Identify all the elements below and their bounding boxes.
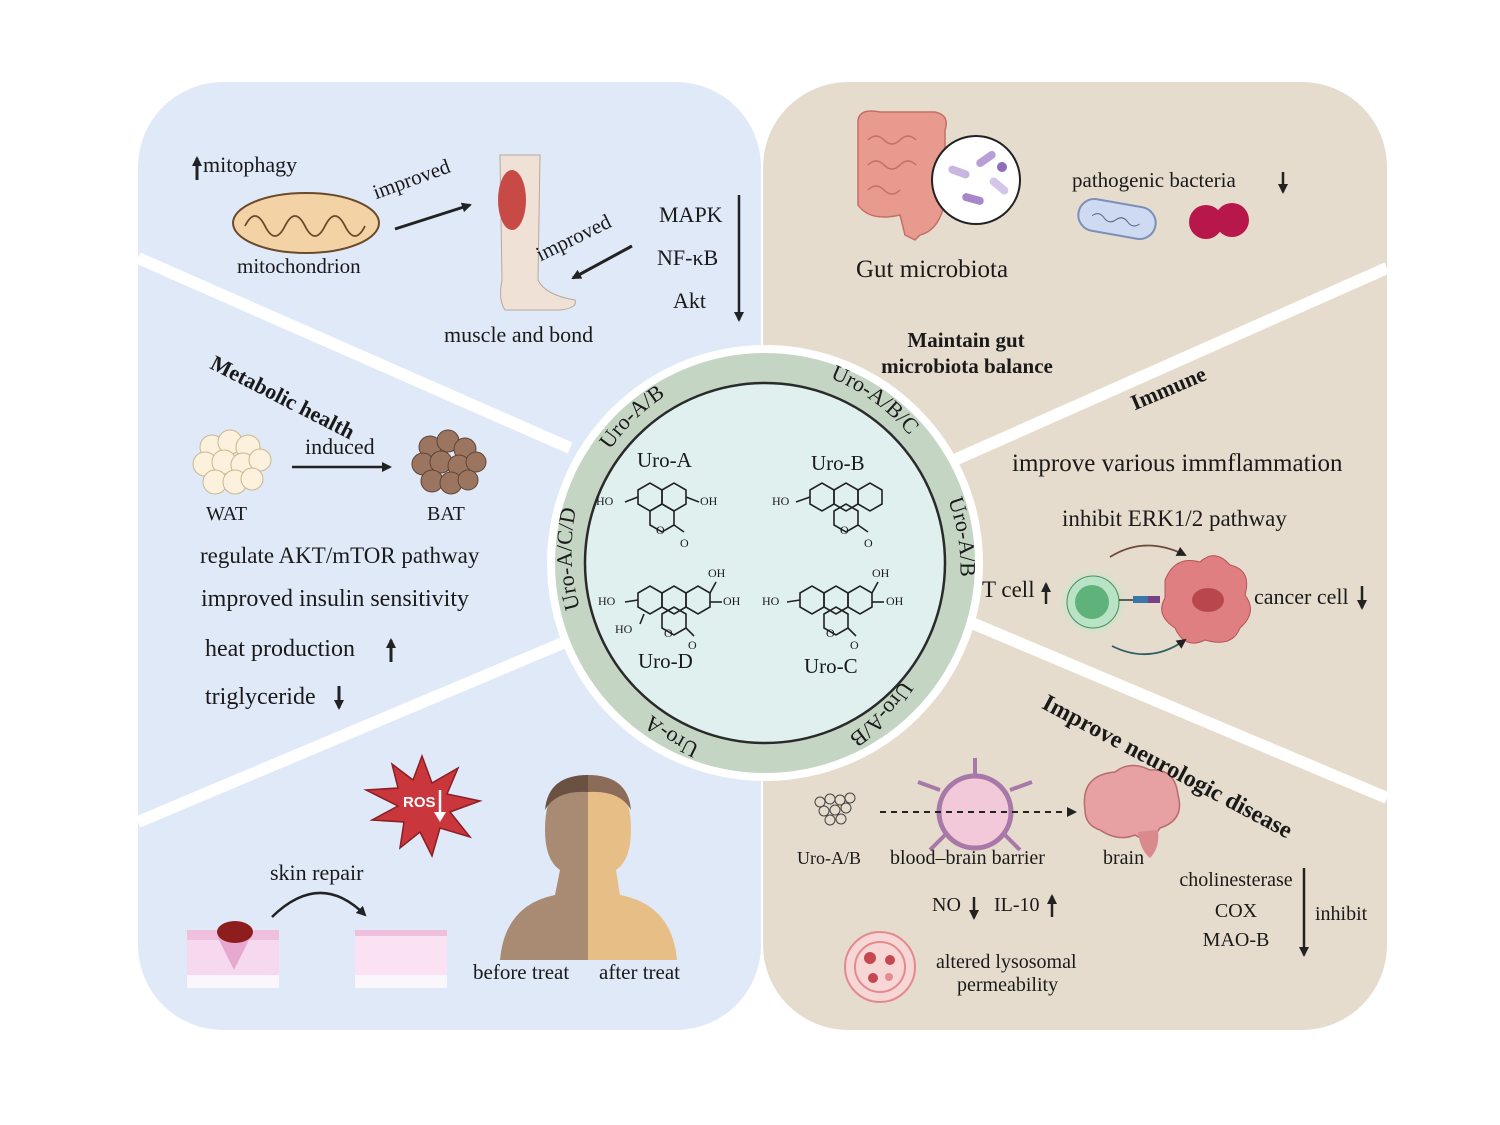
compound-name-uro-b: Uro-B: [811, 451, 865, 475]
enzyme-cox: COX: [1214, 900, 1258, 922]
uro-d-carbonyl-o: O: [688, 638, 697, 652]
leg-muscle-icon: [498, 154, 576, 311]
uro-d-ho-2: HO: [615, 622, 633, 636]
uro-c-carbonyl-o: O: [850, 638, 859, 652]
ros-star-icon: [363, 753, 483, 859]
section-dividers: [135, 252, 1390, 828]
metabolic-line-insulin: improved insulin sensitivity: [201, 586, 469, 612]
arrow-improved-1: [394, 202, 472, 231]
induced-label: induced: [305, 434, 375, 459]
uro-d-ho-1: HO: [598, 594, 616, 608]
after-treat-label: after treat: [599, 960, 681, 984]
gut-section-title-line2: microbiota balance: [881, 354, 1053, 378]
right-panel: [763, 82, 1387, 1030]
bat-label: BAT: [427, 503, 465, 525]
receptor-binding-icon: [1119, 596, 1160, 603]
uro-c-structure: [786, 581, 884, 637]
uro-a-ring-o: O: [656, 523, 665, 537]
enzyme-mao-b: MAO-B: [1202, 929, 1270, 951]
uro-a-carbonyl-o: O: [680, 536, 689, 550]
no-label: NO: [932, 894, 961, 916]
lysosome-icon: [844, 931, 916, 1003]
gut-section-title-line1: Maintain gut: [907, 328, 1025, 352]
coccus-bacterium-icon: [1189, 203, 1249, 239]
t-cell-label: T cell: [982, 577, 1035, 602]
metabolic-line-triglyceride: triglyceride: [205, 684, 316, 710]
healed-skin-icon: [355, 930, 447, 988]
lysosome-label-line1: altered lysosomal: [936, 951, 1077, 973]
pathway-mapk: MAPK: [659, 202, 723, 227]
uro-c-oh-1: OH: [872, 566, 890, 580]
uro-b-structure: [795, 482, 883, 533]
bbb-label: blood–brain barrier: [890, 847, 1045, 869]
damaged-skin-icon: [187, 921, 279, 988]
inhibit-label: inhibit: [1315, 903, 1368, 925]
microbe-magnifier-icon: [931, 135, 1021, 225]
mitochondrion-label: mitochondrion: [237, 254, 361, 278]
mitophagy-label: mitophagy: [203, 152, 298, 177]
muscle-and-bond-label: muscle and bond: [444, 322, 594, 347]
uro-b-ho: HO: [772, 494, 790, 508]
uro-c-ho: HO: [762, 594, 780, 608]
urolithin-circle: [547, 345, 983, 781]
brain-icon: [1083, 764, 1181, 858]
cytokine-arrow-bottom: [1111, 638, 1187, 656]
bat-cells-icon: [411, 429, 487, 495]
arrow-improved-2: [571, 244, 633, 280]
ros-label: ROS: [403, 794, 436, 811]
compound-name-uro-a: Uro-A: [637, 448, 692, 472]
uro-c-oh-2: OH: [886, 594, 904, 608]
wat-label: WAT: [206, 503, 248, 525]
gut-microbiota-label: Gut microbiota: [856, 256, 1009, 283]
immune-line-inflammation: improve various immflammation: [1012, 450, 1343, 477]
cancer-cell-label: cancer cell: [1254, 584, 1349, 609]
pathogenic-bacteria-label: pathogenic bacteria: [1072, 168, 1236, 192]
enzyme-cholinesterase: cholinesterase: [1179, 869, 1293, 891]
uro-b-ring-o: O: [840, 523, 849, 537]
cytokine-arrow-top: [1109, 544, 1187, 558]
cancer-cell-icon: [1161, 555, 1251, 644]
t-cell-icon: [1055, 564, 1131, 640]
uro-a-ho: HO: [596, 494, 614, 508]
immune-line-erk: inhibit ERK1/2 pathway: [1062, 506, 1287, 531]
mitochondrion-icon: [232, 192, 380, 254]
compound-name-uro-c: Uro-C: [804, 654, 858, 678]
before-treat-label: before treat: [473, 960, 570, 984]
brain-label: brain: [1103, 847, 1145, 869]
uro-c-ring-o: O: [826, 626, 835, 640]
uro-a-structure: [624, 482, 700, 533]
uro-d-ring-o: O: [664, 626, 673, 640]
pathway-akt: Akt: [673, 288, 706, 313]
uro-a-oh: OH: [700, 494, 718, 508]
uro-d-structure: [624, 581, 722, 637]
skin-repair-arrow: [271, 891, 367, 918]
wat-cells-icon: [192, 429, 272, 495]
lysosome-label-line2: permeability: [957, 974, 1059, 996]
il10-label: IL-10: [994, 894, 1040, 916]
uro-b-carbonyl-o: O: [864, 536, 873, 550]
face-before-after-icon: [500, 775, 677, 960]
uro-ab-particles-icon: [814, 792, 856, 826]
metabolic-line-heat: heat production: [205, 636, 355, 662]
metabolic-line-akt-mtor: regulate AKT/mTOR pathway: [200, 543, 480, 568]
uro-ab-label: Uro-A/B: [797, 848, 861, 868]
pathway-nfkb: NF-κB: [657, 245, 719, 270]
uro-d-oh-1: OH: [708, 566, 726, 580]
compound-name-uro-d: Uro-D: [638, 649, 693, 673]
rod-bacterium-icon: [1077, 198, 1157, 240]
uro-d-oh-2: OH: [723, 594, 741, 608]
skin-repair-label: skin repair: [270, 860, 364, 885]
